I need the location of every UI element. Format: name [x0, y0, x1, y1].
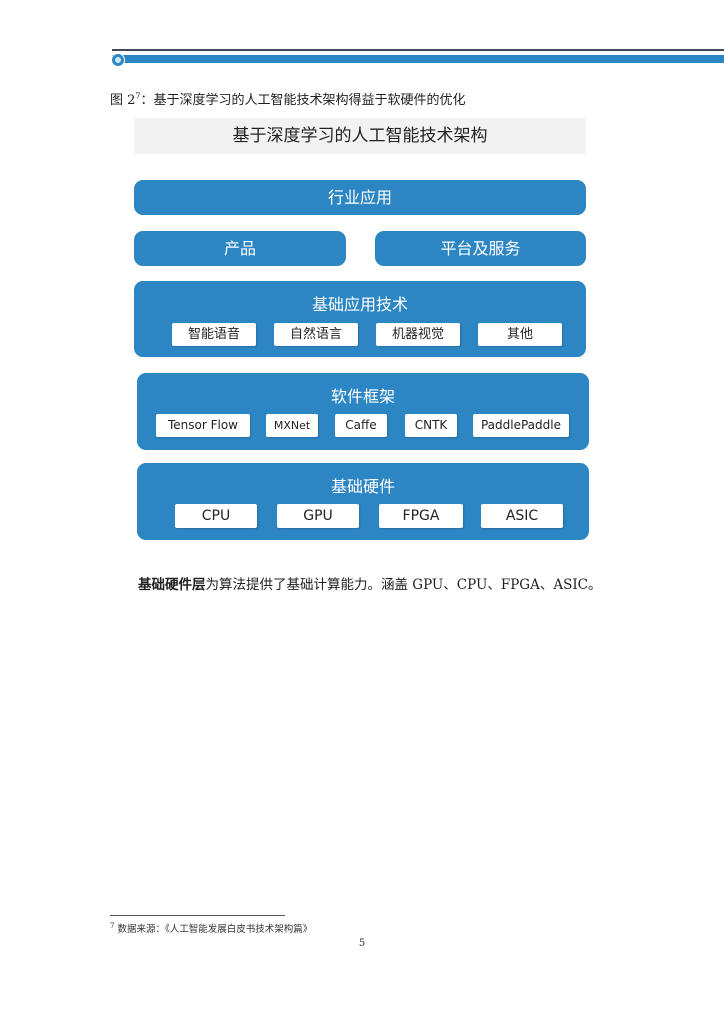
chip-cntk: CNTK	[405, 414, 457, 437]
industry-app-layer: 行业应用	[134, 180, 586, 215]
software-framework-layer: 软件框架 Tensor Flow MXNet Caffe CNTK Paddle…	[137, 373, 589, 450]
figure-caption: 图 27：基于深度学习的人工智能技术架构得益于软硬件的优化	[110, 89, 466, 108]
page-number: 5	[358, 938, 366, 949]
basic-hardware-title: 基础硬件	[330, 477, 395, 496]
chip-gpu: GPU	[277, 504, 359, 528]
chip-vision: 机器视觉	[376, 323, 460, 346]
body-text: 为算法提供了基础计算能力。涵盖 GPU、CPU、FPGA、ASIC。	[205, 577, 602, 593]
caption-text: ：基于深度学习的人工智能技术架构得益于软硬件的优化	[140, 93, 466, 108]
product-label: 产品	[223, 239, 256, 258]
basic-app-tech-title: 基础应用技术	[311, 295, 408, 314]
footnote-marker: 7	[110, 921, 115, 930]
chip-cpu: CPU	[175, 504, 257, 528]
footnote: 7 数据来源：《人工智能发展白皮书技术架构篇》	[110, 921, 312, 935]
platform-layer: 平台及服务	[375, 231, 586, 266]
industry-app-label: 行业应用	[327, 188, 392, 207]
diagram-title: 基于深度学习的人工智能技术架构	[134, 118, 586, 154]
product-layer: 产品	[134, 231, 346, 266]
chip-paddlepaddle: PaddlePaddle	[473, 414, 569, 437]
platform-label: 平台及服务	[440, 239, 521, 258]
caption-prefix: 图 2	[110, 93, 136, 108]
body-bold-lead: 基础硬件层	[138, 577, 206, 593]
chip-asic: ASIC	[481, 504, 563, 528]
chip-caffe: Caffe	[335, 414, 387, 437]
chip-mxnet: MXNet	[266, 414, 318, 437]
chip-speech: 智能语音	[172, 323, 256, 346]
chip-fpga: FPGA	[379, 504, 463, 528]
logo-icon	[111, 53, 125, 67]
chip-other: 其他	[478, 323, 562, 346]
caption-footnote-ref: 7	[135, 91, 141, 101]
header-rule	[112, 49, 724, 51]
footnote-rule	[110, 915, 285, 916]
footnote-text: 数据来源：《人工智能发展白皮书技术架构篇》	[117, 924, 313, 935]
body-paragraph: 基础硬件层为算法提供了基础计算能力。涵盖 GPU、CPU、FPGA、ASIC。	[138, 573, 602, 593]
basic-app-tech-layer: 基础应用技术 智能语音 自然语言 机器视觉 其他	[134, 281, 586, 357]
chip-nlp: 自然语言	[274, 323, 358, 346]
basic-hardware-layer: 基础硬件 CPU GPU FPGA ASIC	[137, 463, 589, 540]
header-bar	[112, 55, 724, 63]
software-framework-title: 软件框架	[330, 387, 395, 406]
chip-tensorflow: Tensor Flow	[156, 414, 250, 437]
